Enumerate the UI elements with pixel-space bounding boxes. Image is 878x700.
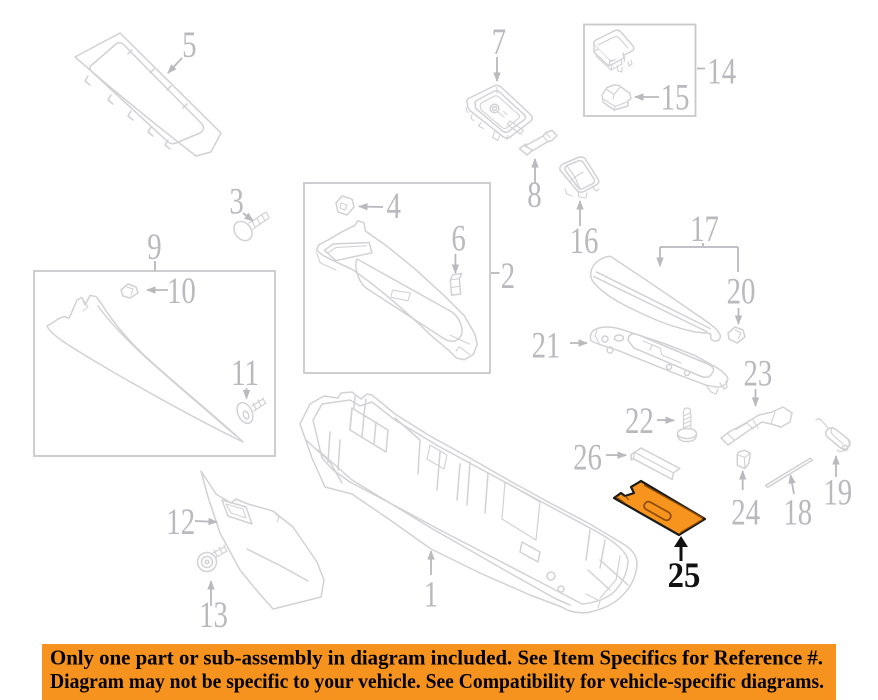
svg-text:14: 14 <box>707 51 736 92</box>
svg-text:19: 19 <box>823 472 852 513</box>
svg-text:11: 11 <box>231 353 259 394</box>
svg-text:1: 1 <box>424 574 438 615</box>
svg-text:5: 5 <box>182 25 196 66</box>
svg-text:17: 17 <box>690 209 719 250</box>
svg-text:18: 18 <box>783 492 812 533</box>
svg-text:10: 10 <box>167 271 196 312</box>
svg-text:20: 20 <box>727 271 756 312</box>
svg-text:2: 2 <box>501 256 515 297</box>
svg-text:4: 4 <box>386 186 401 227</box>
svg-text:6: 6 <box>451 218 465 259</box>
svg-text:9: 9 <box>147 227 161 268</box>
svg-text:8: 8 <box>527 175 541 216</box>
svg-text:Only one part or sub-assembly: Only one part or sub-assembly in diagram… <box>50 646 823 670</box>
svg-text:Diagram may not be specific to: Diagram may not be specific to your vehi… <box>50 669 824 693</box>
svg-text:7: 7 <box>492 22 506 63</box>
svg-text:23: 23 <box>743 353 772 394</box>
svg-text:24: 24 <box>731 492 760 533</box>
svg-text:16: 16 <box>570 221 599 262</box>
svg-text:3: 3 <box>229 181 243 222</box>
svg-text:25: 25 <box>668 556 701 596</box>
svg-text:26: 26 <box>573 437 602 478</box>
svg-text:21: 21 <box>532 325 561 366</box>
svg-text:12: 12 <box>166 502 195 543</box>
svg-text:22: 22 <box>625 401 654 442</box>
svg-text:15: 15 <box>661 77 690 118</box>
svg-text:13: 13 <box>199 595 228 636</box>
